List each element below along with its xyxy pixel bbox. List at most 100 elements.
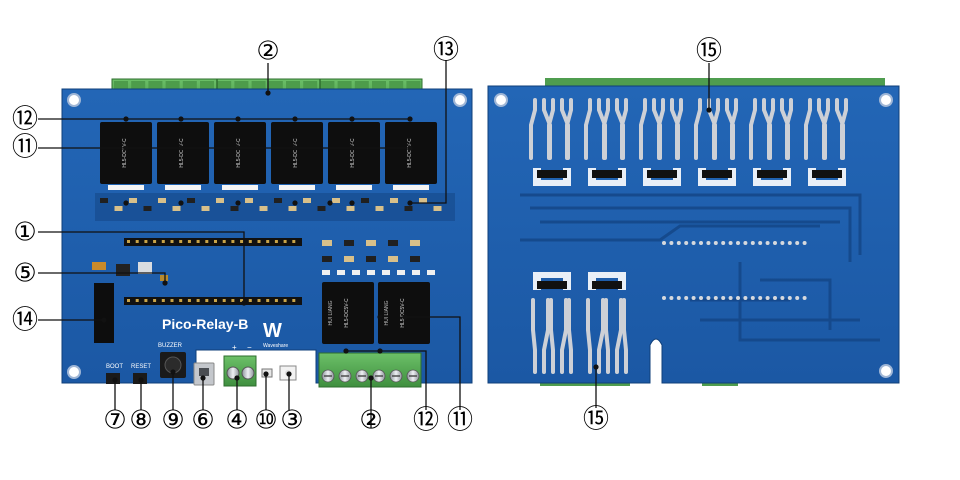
terminal-slot: [114, 81, 128, 91]
header-pin: [170, 299, 174, 302]
header-pin: [187, 240, 191, 243]
relay-shadow: [757, 170, 787, 178]
relay: [385, 122, 437, 184]
callout-5: ⑥: [191, 406, 214, 436]
header-pin: [135, 240, 139, 243]
solder-dot: [706, 296, 711, 300]
smd-silk: [367, 270, 375, 275]
leader-dot: [235, 116, 241, 122]
smd-part: [143, 206, 152, 211]
solder-pad: [698, 168, 736, 186]
smd-part: [216, 198, 224, 203]
smd-silk: [412, 270, 420, 275]
relay: [378, 282, 430, 344]
header-pin: [205, 299, 209, 302]
solder-pad: [753, 168, 791, 186]
smd-part: [344, 240, 354, 246]
solder-trace: [657, 98, 665, 160]
relay-marking: HL5-DC5V-C: [400, 298, 406, 328]
smd-part: [230, 206, 239, 211]
reset-label: RESET: [131, 364, 151, 370]
solder-dot: [676, 241, 681, 245]
smd-part: [322, 240, 332, 246]
solder-dot: [780, 296, 785, 300]
terminal-slot: [165, 81, 180, 91]
mounting-hole: [879, 364, 893, 378]
solder-trace: [712, 98, 720, 160]
smd-part: [410, 256, 420, 262]
waveshare-mark: W: [263, 320, 282, 342]
terminal-slot: [389, 81, 404, 91]
leader-dot: [349, 145, 355, 151]
solder-dot: [743, 241, 748, 245]
solder-pad: [588, 168, 626, 186]
ic-component: [116, 264, 130, 276]
solder-pad: [643, 168, 681, 186]
solder-dot: [721, 296, 726, 300]
solder-trace: [694, 98, 702, 160]
terminal-slot: [406, 81, 421, 91]
solder-dot: [684, 241, 689, 245]
leader-dot: [377, 314, 383, 320]
header-pin: [257, 240, 261, 243]
mounting-hole: [67, 365, 81, 379]
terminal-slot: [200, 81, 214, 91]
leader-dot: [112, 377, 118, 383]
terminal-slot: [286, 81, 300, 91]
smd-part: [129, 198, 137, 203]
header-pin: [231, 240, 235, 243]
smd-part: [322, 256, 332, 262]
solder-dot: [787, 241, 792, 245]
solder-dot: [795, 296, 800, 300]
header-pin: [161, 299, 165, 302]
terminal-slot: [148, 81, 163, 91]
solder-trace: [604, 298, 610, 374]
terminal-slot: [354, 81, 369, 91]
solder-dot: [750, 296, 755, 300]
solder-trace: [560, 298, 568, 374]
solder-dot: [802, 296, 807, 300]
leader-dot: [407, 116, 413, 122]
solder-trace: [549, 298, 555, 374]
header-pin: [187, 299, 191, 302]
mounting-hole: [67, 93, 81, 107]
callout-6: ⑦: [103, 406, 126, 436]
leader-dot: [234, 375, 240, 381]
header-pin: [127, 299, 130, 302]
smd-part: [361, 198, 369, 203]
solder-dot: [802, 241, 807, 245]
callout-9: ⑩: [254, 406, 277, 436]
leader-dot: [706, 107, 712, 113]
solder-dot: [662, 241, 666, 245]
leader-dot: [178, 200, 184, 206]
waveshare-logo: W Waveshare: [263, 320, 288, 349]
smd-part: [274, 198, 282, 203]
header-pin: [214, 299, 217, 302]
leader-dot: [368, 375, 374, 381]
minus-label: −: [247, 343, 252, 352]
header-pin: [266, 299, 270, 302]
leader-dot: [101, 317, 107, 323]
smd-part: [346, 206, 355, 211]
relay-silk: [165, 185, 201, 190]
callout-14: ⑭: [12, 306, 38, 336]
relay-marking: HL5-DC5V-C: [407, 138, 413, 168]
bottom-components: BUZZER BOOT RESET USB + − PWR RGB: [106, 343, 297, 387]
solder-dot: [691, 296, 696, 300]
callout-3: ④: [225, 406, 248, 436]
relay-shadow: [592, 170, 622, 178]
leader-dot: [123, 200, 129, 206]
bottom-terminal-block: [318, 352, 422, 388]
solder-dot: [684, 296, 689, 300]
callout-11-left: ⑪: [12, 133, 38, 163]
callout-1: ①: [13, 218, 36, 248]
solder-trace: [565, 98, 573, 160]
header-pin: [283, 299, 287, 302]
leader-dot: [349, 200, 355, 206]
solder-dot: [728, 241, 733, 245]
header-pin: [144, 240, 148, 243]
solder-dot: [669, 296, 674, 300]
solder-dot: [765, 241, 770, 245]
relay-brand: HUI LIANG: [384, 300, 390, 325]
leader-dot: [138, 377, 144, 383]
